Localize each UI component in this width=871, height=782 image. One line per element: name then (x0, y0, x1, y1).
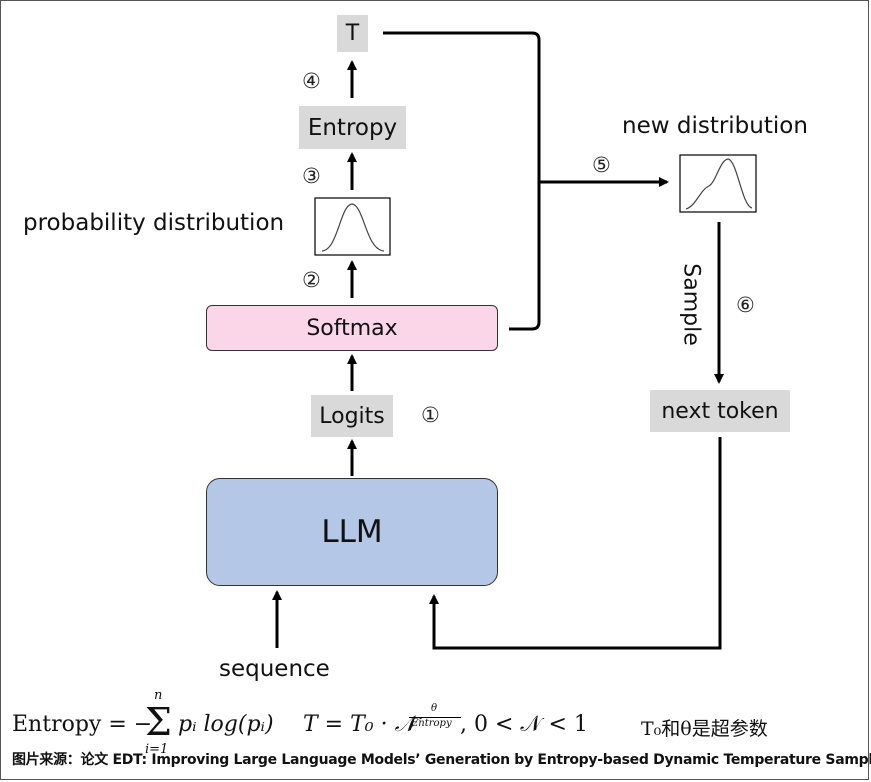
softmax-node: Softmax (206, 305, 498, 351)
source-caption: 图片来源：论文 EDT: Improving Large Language Mo… (12, 752, 871, 768)
sample-label: Sample (678, 263, 704, 346)
new-distribution-box (679, 154, 757, 213)
hyperparameter-note: T₀和θ是超参数 (641, 718, 768, 740)
step-4-marker: ④ (302, 69, 321, 93)
entropy-label: Entropy (307, 114, 398, 141)
llm-label: LLM (321, 514, 383, 550)
logits-label: Logits (319, 403, 385, 429)
logits-node: Logits (311, 395, 393, 437)
next-token-label: next token (661, 398, 779, 424)
new-distribution-label: new distribution (622, 113, 808, 139)
entropy-sum-top: n (154, 688, 163, 703)
temperature-exponent-bar (409, 717, 461, 718)
llm-node: LLM (206, 478, 498, 586)
entropy-sum-symbol: Σ (145, 700, 172, 744)
probability-distribution-label: probability distribution (23, 210, 285, 236)
step-5-marker: ⑤ (592, 153, 611, 177)
temperature-formula: T = T₀ · 𝒩 (303, 712, 416, 737)
softmax-label: Softmax (306, 315, 398, 341)
arrow-next-token-loop-to-llm (429, 437, 722, 650)
sequence-label: sequence (219, 656, 330, 682)
connector-softmax-to-merge (509, 182, 541, 331)
connector-t-to-merge (383, 31, 541, 182)
temperature-condition: , 0 < 𝒩 < 1 (460, 712, 588, 737)
step-2-marker: ② (302, 268, 321, 292)
next-token-node: next token (650, 390, 790, 432)
step-1-marker: ① (421, 403, 440, 427)
entropy-sum-bottom: i=1 (145, 742, 169, 757)
new-distribution-curve (685, 158, 753, 210)
entropy-formula: Entropy = − (12, 712, 152, 737)
t-label: T (345, 21, 360, 46)
probability-distribution-box (314, 197, 391, 256)
entropy-formula-lhs: Entropy = − (12, 712, 153, 737)
probability-distribution-curve (321, 203, 385, 252)
t-node: T (337, 15, 368, 52)
step-6-marker: ⑥ (736, 293, 755, 317)
temperature-exponent-numerator: θ (431, 703, 438, 714)
step-3-marker: ③ (302, 164, 321, 188)
entropy-node: Entropy (299, 106, 406, 149)
entropy-formula-rhs: pᵢ log(pᵢ) (178, 712, 274, 737)
temperature-exponent-denominator: Entropy (411, 718, 452, 729)
